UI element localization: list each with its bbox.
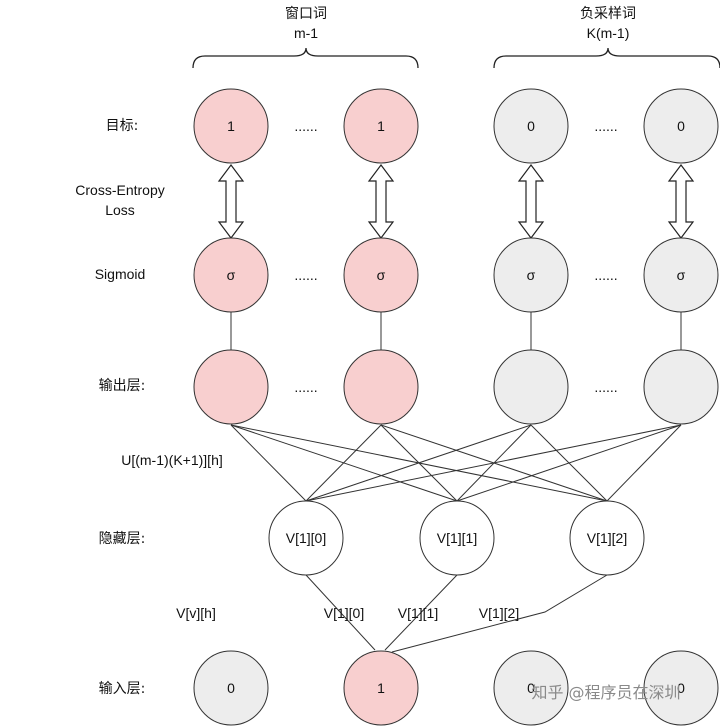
input-row-label: 输入层: bbox=[99, 681, 146, 697]
target-value: 1 bbox=[377, 118, 385, 134]
output-row: ...... ...... bbox=[193, 349, 719, 425]
sigmoid-symbol: σ bbox=[377, 267, 386, 283]
target-value: 0 bbox=[677, 118, 685, 134]
target-value: 0 bbox=[527, 118, 535, 134]
negative-words-count: K(m-1) bbox=[587, 25, 630, 41]
target-row-label: 目标: bbox=[106, 118, 139, 134]
u-matrix-label: U[(m-1)(K+1)][h] bbox=[121, 452, 223, 468]
output-node bbox=[643, 349, 719, 425]
input-value: 0 bbox=[527, 680, 535, 696]
sigmoid-symbol: σ bbox=[227, 267, 236, 283]
sigmoid-node bbox=[493, 237, 569, 313]
target-row: 1 1 0 0 ...... ...... bbox=[193, 88, 719, 164]
hidden-node-label: V[1][0] bbox=[286, 530, 326, 546]
sigmoid-symbol: σ bbox=[527, 267, 536, 283]
hidden-node bbox=[569, 500, 645, 576]
target-node bbox=[193, 88, 269, 164]
double-arrow bbox=[367, 164, 395, 239]
cross-entropy-arrows bbox=[217, 164, 695, 239]
input-node bbox=[343, 650, 419, 726]
input-value: 0 bbox=[227, 680, 235, 696]
hidden-row-label: 隐藏层: bbox=[99, 531, 146, 547]
double-arrow bbox=[667, 164, 695, 239]
target-node bbox=[493, 88, 569, 164]
hidden-row: V[1][0] V[1][1] V[1][2] bbox=[268, 500, 645, 576]
target-node bbox=[643, 88, 719, 164]
watermark: 知乎 @程序员在深圳 bbox=[531, 683, 680, 702]
window-brace bbox=[192, 47, 419, 69]
hidden-node bbox=[268, 500, 344, 576]
input-node bbox=[193, 650, 269, 726]
double-arrow bbox=[217, 164, 245, 239]
u-weight-edges bbox=[230, 424, 682, 502]
sigmoid-row-label: Sigmoid bbox=[95, 266, 146, 282]
target-node bbox=[343, 88, 419, 164]
sigmoid-node bbox=[193, 237, 269, 313]
edge-label-v10: V[1][0] bbox=[324, 605, 364, 621]
output-node bbox=[193, 349, 269, 425]
input-row: 0 1 0 0 bbox=[193, 650, 719, 726]
loss-label-line1: Cross-Entropy bbox=[75, 182, 164, 198]
ellipsis: ...... bbox=[294, 118, 317, 134]
v-matrix-label: V[v][h] bbox=[176, 605, 216, 621]
input-node bbox=[493, 650, 569, 726]
hidden-node bbox=[419, 500, 495, 576]
negative-brace bbox=[493, 47, 720, 69]
window-words-title: 窗口词 bbox=[285, 5, 327, 22]
input-node bbox=[643, 650, 719, 726]
ellipsis: ...... bbox=[294, 267, 317, 283]
ellipsis: ...... bbox=[594, 267, 617, 283]
sigmoid-output-edges bbox=[230, 312, 682, 350]
sigmoid-node bbox=[643, 237, 719, 313]
window-words-count: m-1 bbox=[294, 25, 318, 41]
input-value: 0 bbox=[677, 680, 685, 696]
negative-words-title: 负采样词 bbox=[580, 6, 636, 22]
input-value: 1 bbox=[377, 680, 385, 696]
output-node bbox=[493, 349, 569, 425]
hidden-node-label: V[1][1] bbox=[437, 530, 477, 546]
output-node bbox=[343, 349, 419, 425]
edge-label-v12: V[1][2] bbox=[479, 605, 519, 621]
edge-label-v11: V[1][1] bbox=[398, 605, 438, 621]
ellipsis: ...... bbox=[594, 118, 617, 134]
ellipsis: ...... bbox=[594, 379, 617, 395]
target-value: 1 bbox=[227, 118, 235, 134]
ellipsis: ...... bbox=[294, 379, 317, 395]
loss-label-line2: Loss bbox=[105, 202, 135, 218]
v-weight-edges bbox=[305, 574, 608, 653]
hidden-node-label: V[1][2] bbox=[587, 530, 627, 546]
double-arrow bbox=[517, 164, 545, 239]
sigmoid-node bbox=[343, 237, 419, 313]
sigmoid-row: σ σ σ σ ...... ...... bbox=[193, 237, 719, 313]
output-row-label: 输出层: bbox=[99, 378, 146, 394]
sigmoid-symbol: σ bbox=[677, 267, 686, 283]
